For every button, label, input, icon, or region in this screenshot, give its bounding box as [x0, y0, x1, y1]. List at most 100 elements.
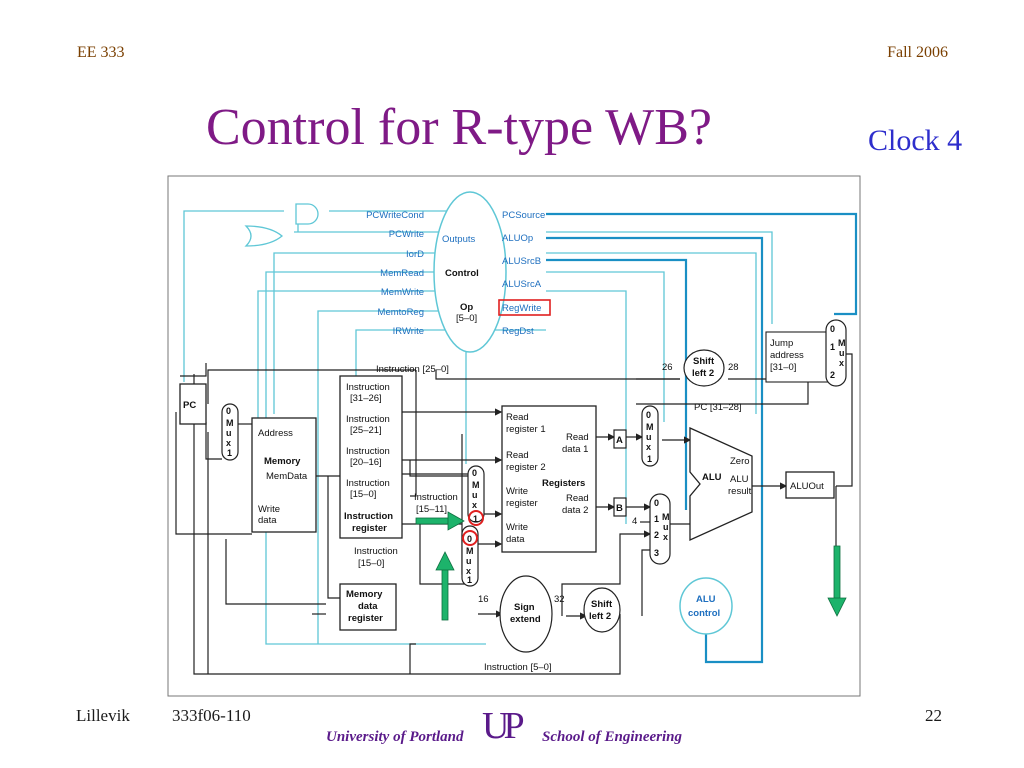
term-label: Fall 2006	[887, 44, 948, 61]
pc-label: PC	[183, 400, 196, 411]
mux-iord: 0 M u x 1	[221, 403, 239, 461]
svg-text:x: x	[646, 442, 651, 452]
ir-field-15-0-bits: [15–0]	[350, 489, 376, 500]
signal-memtoreg: MemtoReg	[378, 307, 424, 318]
shift-bottom-line2: left 2	[589, 611, 611, 622]
svg-text:0: 0	[472, 468, 477, 478]
svg-text:0: 0	[226, 406, 231, 416]
svg-text:M: M	[838, 338, 846, 348]
ir-field-25-21-label: Instruction	[346, 414, 390, 425]
alu-control-line1: ALU	[696, 594, 716, 605]
mdr-line1: Memory	[346, 589, 383, 600]
instr-25-0-label: Instruction [25–0]	[376, 364, 449, 375]
alu-result-line2: result	[728, 486, 752, 497]
control-op-bits: [5–0]	[456, 313, 477, 324]
mux-regdst: 0 M u x	[467, 465, 485, 523]
memtoreg-select-0-highlight	[462, 530, 478, 546]
signal-irwrite: IRWrite	[393, 326, 424, 337]
ir-field-31-26-bits: [31–26]	[350, 393, 382, 404]
regdst-select-1-highlight	[468, 510, 484, 526]
svg-text:2: 2	[654, 530, 659, 540]
sign-extend-line1: Sign	[514, 602, 535, 613]
alu	[689, 426, 753, 542]
control-outputs-label: Outputs	[442, 234, 476, 245]
memtoreg-input-0: 0	[467, 534, 472, 544]
svg-text:u: u	[663, 522, 669, 532]
instr-15-0-bits: [15–0]	[358, 558, 384, 569]
svg-text:1: 1	[830, 342, 835, 352]
ir-name-line1: Instruction	[344, 511, 393, 522]
jump-line3: [31–0]	[770, 362, 796, 373]
rf-read-reg1-line1: Read	[506, 412, 529, 423]
mux-pcsource: 0 1 2 M u x	[825, 319, 847, 387]
rf-read-data2-line2: data 2	[562, 505, 588, 516]
ir-field-31-26-label: Instruction	[346, 382, 390, 393]
footer-page-number: 22	[925, 706, 942, 725]
reg-b	[613, 497, 627, 517]
bits-16-label: 16	[478, 594, 489, 605]
instr-5-0-label: Instruction [5–0]	[484, 662, 552, 673]
rf-read-data1-line2: data 1	[562, 444, 588, 455]
university-logo: University of Portland UP School of Engi…	[326, 705, 683, 747]
instr-15-11-bits: [15–11]	[416, 504, 447, 515]
footer-doc-id: 333f06-110	[172, 706, 251, 725]
svg-text:1: 1	[654, 514, 659, 524]
or-gate-icon	[244, 225, 284, 247]
rf-write-reg-line1: Write	[506, 486, 528, 497]
memory-label: Memory	[264, 456, 301, 467]
ir-field-15-0-label: Instruction	[346, 478, 390, 489]
svg-text:1: 1	[467, 575, 472, 585]
and-gate-icon	[295, 203, 319, 225]
bits-28-label: 28	[728, 362, 739, 373]
svg-text:2: 2	[830, 370, 835, 380]
memory-address-label: Address	[258, 428, 293, 439]
signal-pcwritecond: PCWriteCond	[366, 210, 424, 221]
memory-data-label: data	[258, 515, 277, 526]
control-label: Control	[445, 268, 479, 279]
alu-result-line1: ALU	[730, 474, 749, 485]
rf-read-reg2-line1: Read	[506, 450, 529, 461]
ir-name-line2: register	[352, 523, 387, 534]
aluout-register	[785, 471, 835, 499]
shift-left-2-top	[683, 349, 725, 387]
jump-line1: Jump	[770, 338, 793, 349]
signal-regdst: RegDst	[502, 326, 534, 337]
svg-text:1: 1	[227, 448, 232, 458]
alu-control	[679, 577, 733, 635]
clock-label: Clock 4	[868, 124, 963, 157]
control-unit	[433, 191, 507, 353]
alu-zero-label: Zero	[730, 456, 750, 467]
instr-15-0-label: Instruction	[354, 546, 398, 557]
shift-top-line1: Shift	[693, 356, 715, 367]
footer-author: Lillevik	[76, 706, 130, 725]
rf-read-reg2-line2: register 2	[506, 462, 546, 473]
mux-alusrcb: 0 1 2 3 M u x	[649, 493, 671, 565]
datapath-diagram: Outputs Control Op [5–0] PCWriteCond PCW…	[167, 175, 861, 697]
svg-text:1: 1	[647, 454, 652, 464]
svg-text:x: x	[839, 358, 844, 368]
ir-field-20-16-label: Instruction	[346, 446, 390, 457]
rf-write-reg-line2: register	[506, 498, 538, 509]
signal-memread: MemRead	[380, 268, 424, 279]
shift-left-2-bottom	[583, 587, 621, 633]
sign-extend-line2: extend	[510, 614, 541, 625]
shift-bottom-line1: Shift	[591, 599, 613, 610]
signal-regwrite: RegWrite	[502, 303, 541, 314]
mux-memtoreg: M u x 1	[461, 525, 479, 587]
memory-data-register	[339, 583, 397, 631]
svg-text:M: M	[466, 546, 474, 556]
green-arrow-down-icon	[827, 545, 847, 617]
jump-line2: address	[770, 350, 804, 361]
svg-text:u: u	[466, 556, 472, 566]
svg-text:M: M	[472, 480, 480, 490]
memory-write-label: Write	[258, 504, 280, 515]
up-logo-icon: UP	[482, 705, 523, 747]
rf-name: Registers	[542, 478, 585, 489]
svg-text:u: u	[839, 348, 845, 358]
jump-address-box	[765, 331, 829, 383]
shift-top-line2: left 2	[692, 368, 714, 379]
svg-text:3: 3	[654, 548, 659, 558]
signal-aluop: ALUOp	[502, 233, 533, 244]
rf-read-data1-line1: Read	[566, 432, 589, 443]
instruction-register	[339, 375, 403, 539]
